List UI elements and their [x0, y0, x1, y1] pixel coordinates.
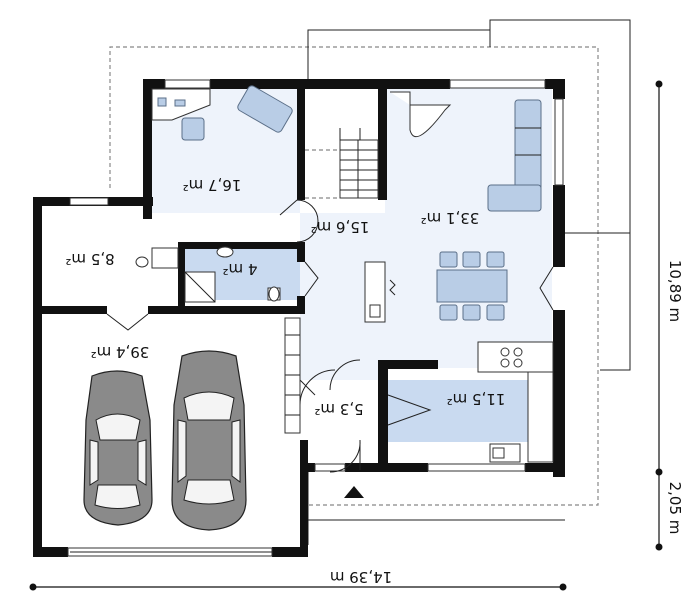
car-left [83, 370, 153, 526]
sofa [487, 99, 542, 212]
wardrobe [284, 317, 301, 434]
fireplace [364, 261, 396, 323]
bedroom-furniture [151, 85, 293, 141]
width-dimension-label: 14,39 m [330, 568, 392, 586]
doors [106, 199, 554, 473]
garage-label: 39,4 m² [91, 343, 150, 361]
storage-floor [42, 210, 152, 312]
bathroom-fixtures [135, 246, 281, 303]
entrance-arrow-icon [344, 486, 364, 498]
room-labels: 16,7 m² 15,6 m² 33,1 m² 8,5 m² 4 m² 39,4… [65, 176, 505, 418]
dining-table [436, 251, 508, 321]
garage-floor [42, 318, 300, 550]
walls [33, 79, 565, 557]
living-label: 33,1 m² [421, 209, 480, 227]
entry-label: 5,3 m² [314, 400, 363, 418]
depth-terrace-label: 2,05 m [666, 482, 684, 535]
entry-floor [300, 385, 380, 467]
hall-label: 15,6 m² [311, 218, 370, 236]
bar-counter [390, 91, 452, 138]
staircase [305, 128, 379, 199]
kitchen-units [477, 341, 554, 463]
storage-label: 8,5 m² [65, 250, 114, 268]
depth-main-label: 10,89 m [666, 260, 684, 322]
kitchen-floor [388, 380, 528, 442]
kitchen-label: 11,5 m² [447, 390, 506, 408]
depth-dimension: 10,89 m 2,05 m [655, 80, 684, 551]
bathroom-label: 4 m² [223, 260, 258, 278]
bedroom-label: 16,7 m² [183, 176, 242, 194]
windows [67, 79, 564, 557]
width-dimension: 14,39 m [29, 568, 567, 591]
car-right [171, 350, 247, 531]
